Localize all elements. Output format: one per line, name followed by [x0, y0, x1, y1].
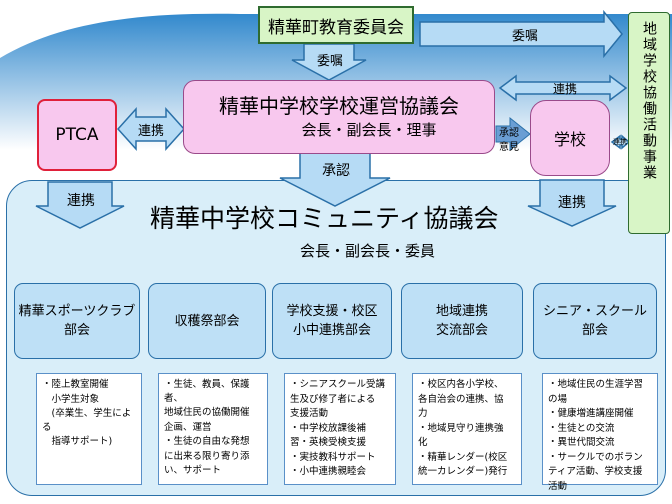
description-item: ティア活動、学校支援 [548, 466, 643, 477]
description-item: ・異世代間交流 [548, 437, 615, 448]
community-school-activity-label: 地域学校協働活動事業 [641, 21, 657, 181]
label-link-right2: 連携 [558, 195, 586, 211]
description-item: 統一カレンダー)発行 [418, 466, 508, 477]
description-item: ・生徒の自由な発想 [164, 436, 250, 447]
subcommittee-name-line2: 部会 [63, 323, 90, 338]
description-senior-school: ・地域住民の生涯学習 の場 ・健康増進講座開催 ・生徒との交流 ・異世代間交流 … [542, 373, 658, 492]
description-item: ・地域見守り連携強 [418, 422, 504, 434]
description-item: 活動 [548, 480, 568, 492]
description-regional-exchange: ・校区内各小学校、 各自治会の連携、協 力 ・地域見守り連携強 化 ・精華レンダ… [412, 373, 522, 485]
label-approve-line1: 承認 [499, 127, 519, 139]
arrow-link-right-down [527, 179, 617, 227]
description-item: 小学生対象 [42, 393, 100, 405]
label-link-school: 連携 [613, 138, 627, 146]
label-link-left: 連携 [67, 193, 95, 209]
description-item: ・生徒との交流 [548, 422, 615, 434]
description-item: (卒業生、学生による [42, 408, 132, 433]
subcommittee-name-line2: 交流部会 [435, 323, 488, 338]
subcommittee-name-line1: 学校支援・校区 [286, 304, 378, 319]
label-link-ptca: 連携 [137, 123, 164, 139]
school-management-council-members: 会長・副会長・理事 [301, 121, 437, 139]
label-approve-line2: 意見 [499, 141, 519, 153]
description-item: 力 [418, 408, 428, 419]
arrow-link-left-down [35, 181, 125, 229]
school-management-council-box[interactable]: 精華中学校学校運営協議会 会長・副会長・理事 [183, 80, 495, 154]
description-item: ・シニアスクール受講 [290, 379, 386, 390]
community-council-members: 会長・副会長・委員 [300, 241, 436, 260]
description-item: 習・英検受検支援 [290, 437, 367, 448]
arrow-link-right [498, 74, 628, 102]
subcommittee-harvest-festival[interactable]: 収穫祭部会 [148, 283, 266, 359]
board-of-education-box[interactable]: 精華町教育委員会 [258, 6, 414, 44]
label-commission-top: 委嘱 [316, 53, 343, 69]
description-item: ・生徒、教員、保護者、 [164, 379, 250, 404]
description-item: 生及び修了者による [290, 393, 376, 405]
subcommittee-name-line2: 小中連携部会 [292, 323, 371, 338]
community-council-title: 精華中学校コミュニティ協議会 [150, 204, 499, 233]
description-item: ・健康増進講座開催 [548, 408, 634, 419]
subcommittee-name-line1: 精華スポーツクラブ [18, 304, 136, 319]
board-of-education-label: 精華町教育委員会 [268, 17, 404, 38]
description-school-support: ・シニアスクール受講 生及び修了者による 支援活動 ・中学校放課後補 習・英検受… [284, 373, 396, 485]
arrow-commission-right [419, 9, 623, 59]
label-link-right: 連携 [552, 81, 577, 96]
description-item: ・陸上教室開催 [42, 379, 109, 390]
label-commission-right: 委嘱 [511, 28, 538, 44]
description-item: 地域住民の協働開催 [164, 407, 250, 418]
arrow-approve-opinion [495, 116, 531, 152]
description-item: 指導サポート) [42, 436, 113, 447]
school-box[interactable]: 学校 [530, 100, 610, 176]
subcommittee-name-line1: 地域連携 [435, 304, 488, 319]
subcommittee-senior-school[interactable]: シニア・スクール 部会 [533, 283, 657, 359]
description-item: ・実技教科サポート [290, 451, 376, 463]
arrow-commission-down [291, 43, 367, 81]
ptca-label: PTCA [55, 125, 99, 145]
school-management-council-title: 精華中学校学校運営協議会 [219, 94, 459, 118]
subcommittee-name-line2: 部会 [581, 323, 608, 338]
description-sports-club: ・陸上教室開催 小学生対象 (卒業生、学生による 指導サポート) [36, 373, 142, 485]
description-item: 各自治会の連携、協 [418, 393, 504, 405]
description-item: の場 [548, 393, 568, 405]
description-item: 化 [418, 437, 428, 448]
description-item: に出来る限り寄り添 [164, 450, 250, 462]
description-item: い、サポート [164, 465, 222, 476]
description-item: ・地域住民の生涯学習 [548, 379, 644, 390]
description-item: ・校区内各小学校、 [418, 379, 504, 390]
description-item: 企画、運営 [164, 421, 212, 433]
subcommittee-sports-club[interactable]: 精華スポーツクラブ 部会 [14, 283, 140, 359]
description-item: ・精華レンダー(校区 [418, 451, 508, 463]
description-item: 支援活動 [290, 408, 329, 419]
subcommittee-name-line1: 収穫祭部会 [174, 313, 240, 329]
subcommittee-school-support[interactable]: 学校支援・校区 小中連携部会 [272, 283, 392, 359]
description-item: ・中学校放課後補 [290, 422, 367, 434]
label-approval: 承認 [322, 163, 350, 179]
ptca-box[interactable]: PTCA [37, 99, 117, 171]
community-school-activity-box[interactable]: 地域学校協働活動事業 [628, 12, 670, 234]
description-item: ・サークルでのボラン [548, 451, 643, 463]
description-harvest-festival: ・生徒、教員、保護者、 地域住民の協働開催 企画、運営 ・生徒の自由な発想 に出… [158, 373, 268, 485]
school-label: 学校 [553, 130, 586, 149]
description-item: ・小中連携親睦会 [290, 466, 367, 477]
subcommittee-name-line1: シニア・スクール [542, 304, 647, 319]
subcommittee-regional-exchange[interactable]: 地域連携 交流部会 [401, 283, 523, 359]
arrow-approval-down [279, 149, 391, 207]
